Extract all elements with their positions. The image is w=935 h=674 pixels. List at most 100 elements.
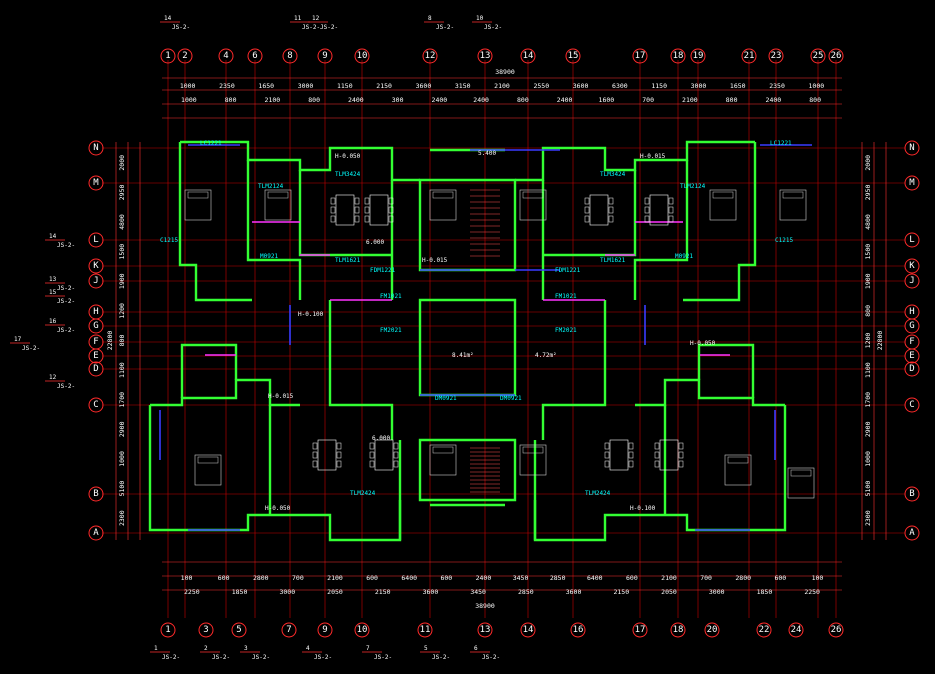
left-detail-ref-number: 16 [49,318,57,325]
top-dimension-detail: 2400 [766,96,782,104]
grid-bubble-bottom-10-circle [354,622,370,638]
bottom-detail-ref-number: 7 [366,645,370,652]
grid-bubble-top-1-circle [160,48,176,64]
grid-bubble-bottom-26-circle [828,622,844,638]
wall-right-wing [533,405,787,542]
grid-bubble-top-26-circle [828,48,844,64]
top-detail-ref-number: 8 [428,15,432,22]
bed-symbol [724,454,752,486]
left-detail-ref-number: 14 [49,233,57,240]
grid-bubble-right-J-circle [904,273,920,289]
chair-symbol [388,215,394,223]
top-dimension: 3600 [573,82,589,90]
grid-bubble-left-J-circle [88,273,104,289]
bottom-overall-dimension: 38900 [475,602,495,610]
left-detail-ref-sheet: JS-2- [57,327,75,334]
elevation-label: H-0.100 [630,505,656,512]
pillow-symbol [727,456,749,464]
chair-symbol [584,215,590,223]
grid-bubble-top-12-circle [422,48,438,64]
left-detail-ref-sheet: JS-2- [57,285,75,292]
pillow-symbol [522,446,544,454]
grid-bubble-bottom-24-text: 24 [791,625,802,635]
top-detail-ref-number: 10 [476,15,484,22]
chair-symbol [312,451,318,459]
elevation-label: H-0.015 [640,153,666,160]
chair-symbol [336,451,342,459]
chair-symbol [628,442,634,450]
grid-bubble-bottom-9-text: 9 [322,625,327,635]
building-walls [148,140,812,542]
top-dimension: 3000 [298,82,314,90]
elevation-label: H-0.100 [298,311,324,318]
bed-symbol [519,189,547,221]
grid-bubble-top-13-text: 13 [480,51,491,61]
chair-symbol [604,442,610,450]
chair-symbol [654,442,660,450]
chair-symbol [608,215,614,223]
room-tag: FM2021 [380,327,402,334]
bottom-detail-ref-sheet: JS-2- [212,654,230,661]
top-dimension: 2100 [494,82,510,90]
bottom-detail-ref-number: 6 [474,645,478,652]
top-dimension: 2350 [219,82,235,90]
grid-bubble-top-14-circle [520,48,536,64]
top-detail-ref-sheet: JS-2- [302,24,320,31]
grid-bubble-right-E-circle [904,348,920,364]
room-tag-mirror: DM0921 [500,395,522,402]
chair-symbol [654,451,660,459]
left-detail-ref-sheet: JS-2- [57,298,75,305]
chair-symbol [393,451,399,459]
bed-symbol [779,189,807,221]
chair-symbol [354,206,360,214]
dining-table-symbol [649,194,669,226]
grid-bubble-top-23-text: 23 [771,51,782,61]
top-dimension: 1150 [337,82,353,90]
right-dimension: 2950 [864,185,872,201]
grid-bubble-top-14-text: 14 [523,51,534,61]
grid-bubble-top-25-circle [810,48,826,64]
grid-bubble-bottom-16-text: 16 [573,625,584,635]
elevation-label: H-0.050 [265,505,291,512]
bottom-dimension-detail: 600 [774,574,786,582]
chair-symbol [330,206,336,214]
bottom-dimension: 2050 [327,588,343,596]
top-dimension-detail: 2400 [348,96,364,104]
grid-bubble-top-15-text: 15 [568,51,579,61]
bottom-dimension-detail: 600 [366,574,378,582]
wall-left-wing [150,378,300,407]
top-dimension: 3150 [455,82,471,90]
top-detail-ref-sheet: JS-2- [320,24,338,31]
wall-left-wing [328,300,394,440]
grid-bubble-bottom-7-text: 7 [286,625,291,635]
bottom-detail-ref-sheet: JS-2- [162,654,180,661]
grid-bubble-bottom-10-text: 10 [357,625,368,635]
grid-bubble-top-13-circle [477,48,493,64]
area-label: 5.400 [478,150,496,157]
pillow-symbol [712,191,734,199]
chair-symbol [584,206,590,214]
chair-symbol [678,442,684,450]
area-label: 4.72m² [535,352,557,359]
top-dimension-detail: 1600 [599,96,615,104]
bottom-dimension: 2250 [184,588,200,596]
left-detail-ref-sheet: JS-2- [57,242,75,249]
grid-bubble-left-K-circle [88,258,104,274]
chair-symbol [678,460,684,468]
bed-symbol [787,467,815,499]
grid-bubble-right-B-circle [904,486,920,502]
room-tag: FDM1221 [370,267,396,274]
grid-bubble-top-9-circle [317,48,333,64]
grid-bubble-left-M-text: M [93,178,99,188]
left-detail-ref-sheet: JS-2- [57,383,75,390]
bottom-dimension: 3450 [470,588,486,596]
wall-right-wing [635,378,785,407]
top-dimension-detail: 800 [809,96,821,104]
room-tag-mirror: TLM3424 [600,171,626,178]
grid-bubble-right-E-text: E [909,351,914,361]
dining-table-symbol [374,439,394,471]
grid-bubble-left-B-circle [88,486,104,502]
bottom-detail-ref-sheet: JS-2- [314,654,332,661]
